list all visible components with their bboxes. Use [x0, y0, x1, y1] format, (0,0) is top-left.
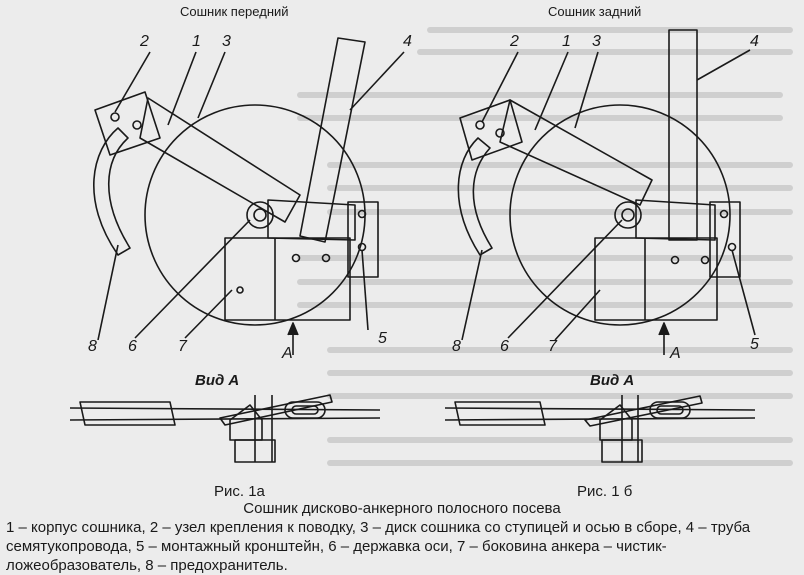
front-coulter-title: Сошник передний: [180, 4, 289, 19]
callout-7-front: 7: [178, 338, 187, 355]
front-body: [139, 97, 301, 223]
callout-5-front: 5: [378, 330, 387, 347]
front-mount-bracket: [94, 91, 161, 156]
callout-4-rear: 4: [750, 33, 759, 50]
rear-hub: [614, 201, 642, 229]
rear-anchor-side: [594, 237, 718, 321]
rear-guard: [457, 137, 493, 256]
rear-bracket: [709, 201, 741, 278]
figure-label-1a: Рис. 1а: [214, 483, 265, 500]
front-seed-tube: [299, 37, 366, 243]
view-a-left: [69, 394, 381, 463]
callout-6-front: 6: [128, 338, 137, 355]
rear-coulter: [457, 29, 756, 355]
callout-3-rear: 3: [592, 33, 601, 50]
rear-body: [499, 99, 653, 206]
front-hub: [246, 201, 274, 229]
callout-8-rear: 8: [452, 338, 461, 355]
callout-1-rear: 1: [562, 33, 571, 50]
rear-disc: [509, 104, 731, 326]
callout-2-rear: 2: [510, 33, 519, 50]
front-anchor-side: [224, 237, 351, 321]
caption-title: Сошник дисково-анкерного полосного посев…: [243, 500, 561, 517]
callout-2-front: 2: [140, 33, 149, 50]
callout-8-front: 8: [88, 338, 97, 355]
view-a-right: [444, 395, 756, 463]
coulter-drawing: [69, 29, 756, 463]
rear-mount-bracket: [459, 99, 523, 161]
rear-coulter-title: Сошник задний: [548, 4, 642, 19]
callout-1-front: 1: [192, 33, 201, 50]
callout-3-front: 3: [222, 33, 231, 50]
caption-legend: 1 – корпус сошника, 2 – узел крепления к…: [6, 519, 751, 574]
front-coulter: [92, 37, 405, 355]
front-disc: [144, 104, 366, 326]
rear-seed-tube: [668, 29, 698, 241]
callout-7-rear: 7: [548, 338, 557, 355]
view-a-label-front: Вид А: [195, 372, 240, 389]
callout-5-rear: 5: [750, 336, 759, 353]
view-arrow-a-front: A: [282, 345, 293, 362]
front-bracket: [347, 201, 379, 278]
front-guard: [92, 127, 131, 256]
background-bleed-text: [297, 27, 793, 466]
callout-4-front: 4: [403, 33, 412, 50]
view-arrow-a-rear: A: [670, 345, 681, 362]
figure-label-1b: Рис. 1 б: [577, 483, 633, 500]
view-a-label-rear: Вид А: [590, 372, 635, 389]
callout-6-rear: 6: [500, 338, 509, 355]
